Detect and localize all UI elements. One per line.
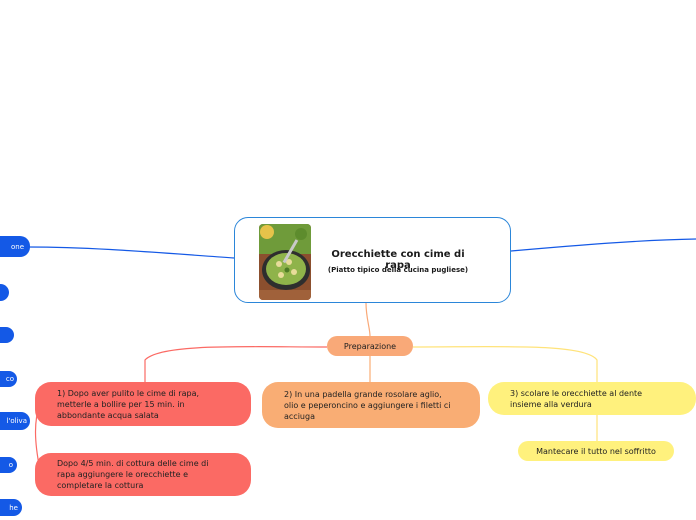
orecchiette-dish-photo	[259, 224, 311, 300]
node-step-2-text: 2) In una padella grande rosolare aglio,…	[284, 389, 451, 421]
left-node-4[interactable]: co	[0, 371, 17, 387]
node-preparazione[interactable]: Preparazione	[327, 336, 413, 356]
central-subtitle: (Piatto tipico della cucina pugliese)	[327, 266, 469, 274]
left-node-1[interactable]: one	[0, 236, 30, 257]
node-step-3-text: 3) scolare le orecchiette al dente insie…	[510, 388, 643, 409]
left-node-7[interactable]: he	[0, 499, 22, 516]
left-node-5-text: l'oliva	[6, 417, 27, 425]
left-node-4-text: co	[5, 375, 14, 383]
node-step-3b-text: Mantecare il tutto nel soffritto	[536, 446, 656, 456]
node-step-1[interactable]: 1) Dopo aver pulito le cime di rapa, met…	[35, 382, 251, 426]
left-node-3[interactable]	[0, 327, 14, 343]
central-topic[interactable]: Orecchiette con cime di rapa (Piatto tip…	[234, 217, 511, 303]
node-step-3b[interactable]: Mantecare il tutto nel soffritto	[518, 441, 674, 461]
left-node-1-text: one	[10, 242, 24, 251]
left-node-5[interactable]: l'oliva	[0, 412, 30, 430]
node-step-1b[interactable]: Dopo 4/5 min. di cottura delle cime di r…	[35, 453, 251, 496]
node-step-2[interactable]: 2) In una padella grande rosolare aglio,…	[262, 382, 480, 428]
left-node-2[interactable]	[0, 284, 9, 301]
node-step-1b-text: Dopo 4/5 min. di cottura delle cime di r…	[57, 459, 209, 490]
left-node-6-text: o	[8, 461, 13, 469]
left-node-7-text: he	[9, 503, 18, 512]
node-step-1-text: 1) Dopo aver pulito le cime di rapa, met…	[57, 388, 200, 420]
central-title: Orecchiette con cime di rapa	[331, 249, 465, 271]
left-node-6[interactable]: o	[0, 457, 17, 473]
node-step-3[interactable]: 3) scolare le orecchiette al dente insie…	[488, 382, 696, 415]
